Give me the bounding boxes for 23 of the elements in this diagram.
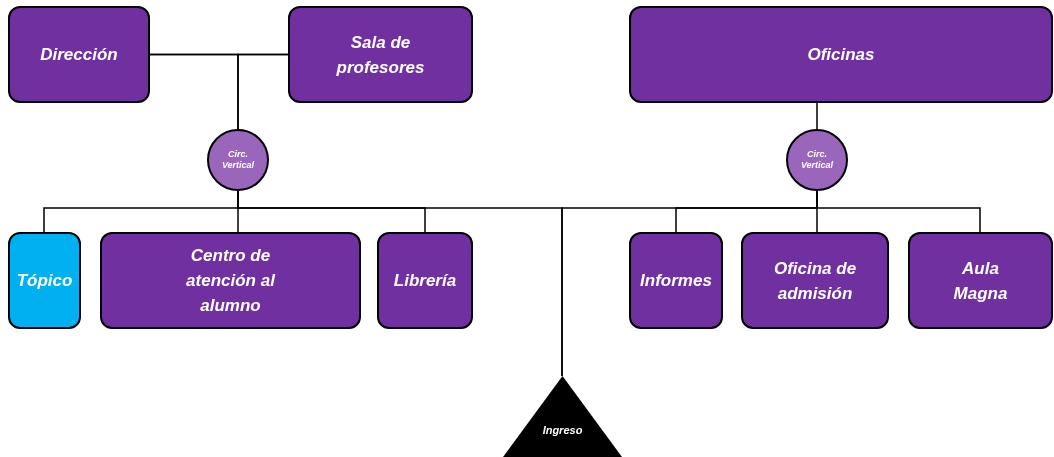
connector-line bbox=[237, 53, 289, 130]
node-label: Librería bbox=[393, 270, 457, 292]
node-label: Oficinas bbox=[807, 44, 875, 66]
node-label: Ingreso bbox=[542, 423, 583, 438]
node-label: Oficina de admisión bbox=[772, 257, 858, 305]
process-box bbox=[288, 6, 473, 103]
node-label: Informes bbox=[640, 270, 712, 292]
node-label: Circ. Vertical bbox=[799, 148, 835, 172]
node-label: Circ. Vertical bbox=[220, 148, 256, 172]
connector-line bbox=[816, 102, 818, 130]
process-box bbox=[908, 232, 1053, 329]
node-label: Sala de profesores bbox=[336, 31, 425, 79]
process-box bbox=[377, 232, 473, 329]
process-box bbox=[629, 232, 723, 329]
process-box bbox=[8, 6, 150, 103]
process-box bbox=[629, 6, 1053, 103]
node-label: Dirección bbox=[40, 44, 118, 66]
node-label: Centro de atención al alumno bbox=[185, 245, 277, 317]
process-box bbox=[8, 232, 81, 329]
node-label: Tópico bbox=[16, 270, 73, 292]
node-label: Aula Magna bbox=[952, 257, 1009, 305]
process-box bbox=[741, 232, 889, 329]
process-box bbox=[100, 232, 361, 329]
